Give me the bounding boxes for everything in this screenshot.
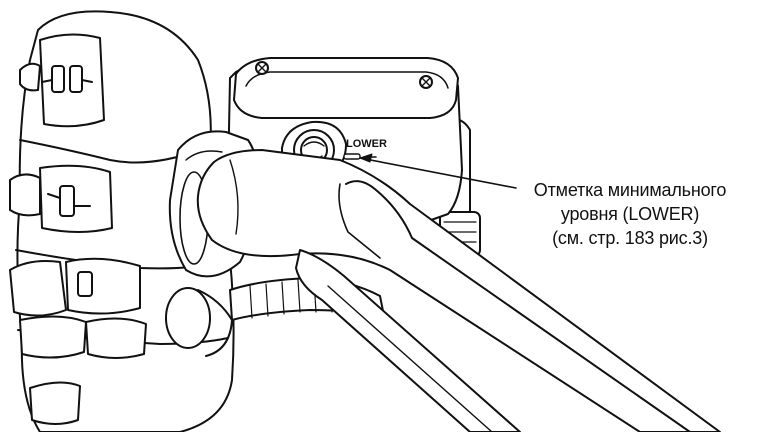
brake-lever [295, 249, 521, 432]
callout-line-1: Отметка минимального [533, 180, 727, 200]
callout-label: Отметка минимального уровня (LOWER) (см.… [510, 178, 750, 250]
callout-line-3: (см. стр. 183 рис.3) [552, 228, 708, 248]
left-switch-housing [9, 10, 235, 432]
handlebar-tube [196, 149, 721, 432]
callout-line-2: уровня (LOWER) [560, 204, 700, 224]
callout-leader-line [359, 153, 517, 189]
reservoir-lower-label: LOWER [346, 138, 387, 150]
